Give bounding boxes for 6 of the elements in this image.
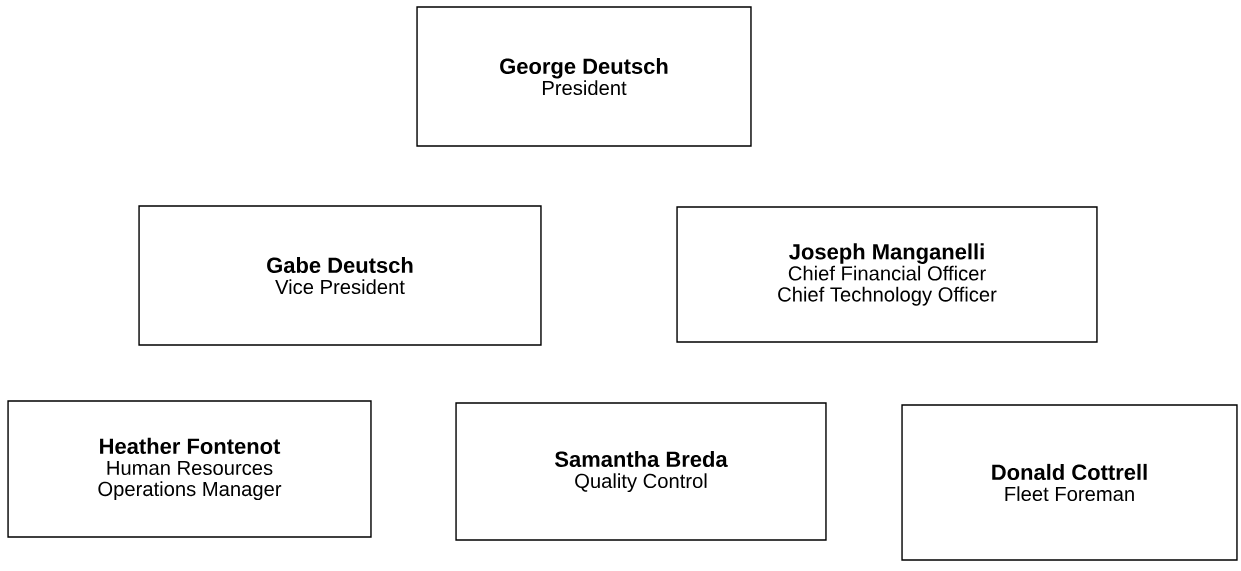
person-box: Samantha Breda Quality Control	[455, 402, 827, 541]
person-box: George Deutsch President	[416, 6, 752, 147]
person-box: Gabe Deutsch Vice President	[138, 205, 542, 346]
person-box: Donald Cottrell Fleet Foreman	[901, 404, 1238, 561]
person-box: Heather Fontenot Human Resources Operations Manager	[7, 400, 372, 538]
person-box: Joseph Manganelli Chief Financial Officer Chief Technology Officer	[676, 206, 1098, 343]
